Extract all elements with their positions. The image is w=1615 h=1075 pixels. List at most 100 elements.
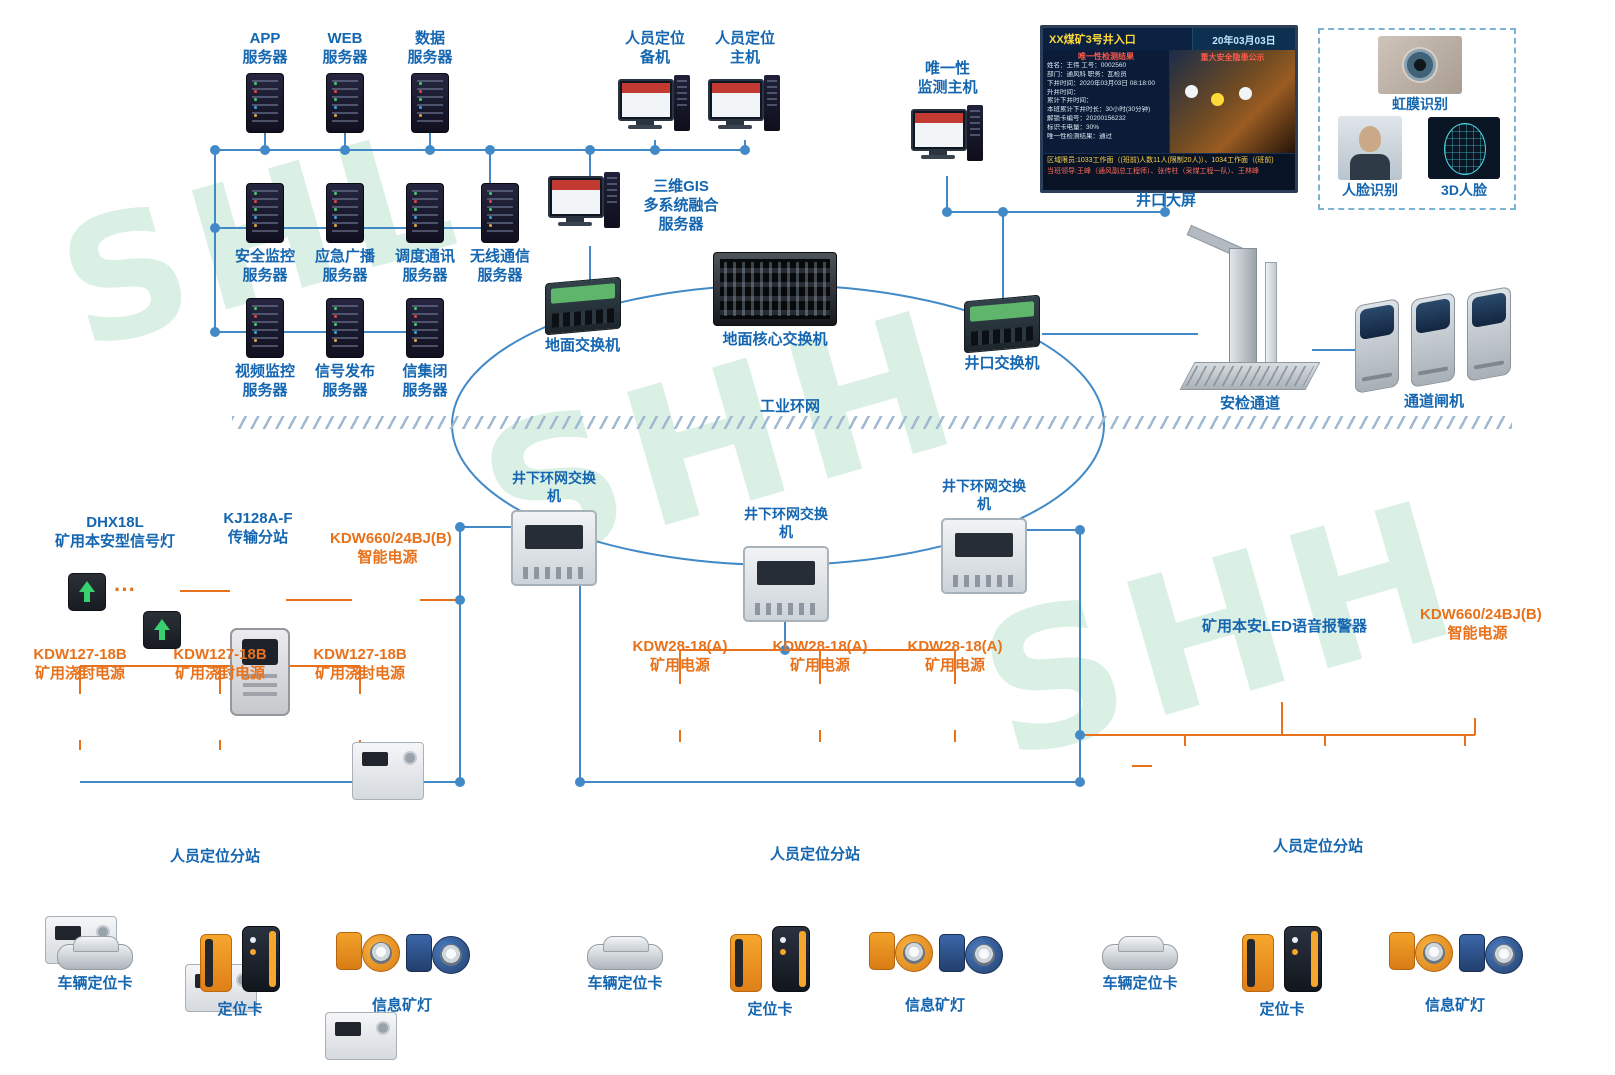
transmission-substation-label: KJ128A-F 传输分站 xyxy=(223,510,293,546)
screen-title: XX煤矿3号井入口 xyxy=(1043,28,1192,50)
security-server-label: 安全监控 服务器 xyxy=(234,248,295,284)
screen-body: 唯一性检测结果 姓名：王伟 工号：0002560 部门：通风科 职务：瓦检员 下… xyxy=(1043,50,1295,153)
monitor-icon xyxy=(910,108,967,151)
lamp-blue xyxy=(1459,924,1523,990)
biometric-panel: 虹膜识别 人脸识别 3D人脸 xyxy=(1318,28,1516,210)
lamp-battery xyxy=(1459,934,1485,972)
node-security-server: 安全监控 服务器 xyxy=(220,183,310,286)
scanner-base xyxy=(1179,362,1321,390)
ground-surface-line xyxy=(232,416,1512,429)
node-info-lamp-1: 信息矿灯 xyxy=(332,920,472,1016)
server-tower-icon xyxy=(246,183,284,243)
monitor-icon xyxy=(618,78,674,121)
scanner-column xyxy=(1229,248,1257,370)
lamp-dots: ··· xyxy=(114,577,136,602)
mine-lamp-icon xyxy=(1389,920,1523,992)
lamp-head xyxy=(1485,936,1523,974)
broadcast-server-label: 应急广播 服务器 xyxy=(314,248,375,284)
positioning-substation-label: 人员定位分站 xyxy=(1272,838,1363,855)
position-card-icon xyxy=(728,924,812,996)
monitor-stand xyxy=(636,118,654,125)
node-channel-gate: 通道闸机 xyxy=(1355,286,1513,412)
server-tower-icon xyxy=(411,72,449,133)
server-tower-icon xyxy=(246,72,284,133)
lamp-head xyxy=(362,934,400,972)
wireless-server-label: 无线通信 服务器 xyxy=(469,248,530,284)
gate-pod xyxy=(1467,286,1511,382)
node-personnel-main: 人员定位 主机 xyxy=(700,30,790,143)
node-gis-server xyxy=(548,170,622,240)
node-video-server: 视频监控 服务器 xyxy=(220,298,310,401)
gate-pod xyxy=(1355,298,1399,394)
server-tower-icon xyxy=(481,183,519,243)
lamp-head xyxy=(432,936,470,974)
screen-footer-line: 当班领导:王峰（通风副总工程师）、张传柱（采煤工程一队）、王林峰 xyxy=(1047,167,1259,175)
orange-power-lines xyxy=(79,590,1476,767)
signal-server-label: 信号发布 服务器 xyxy=(314,363,375,399)
vehicle-card-label: 车辆定位卡 xyxy=(587,975,663,992)
underground-switch-label: 井下环网交换机 xyxy=(744,506,828,540)
interlock-server-label: 信集闭 服务器 xyxy=(402,363,448,399)
smart-power-icon xyxy=(352,742,424,800)
badge-orange xyxy=(1242,934,1274,992)
node-wireless-server: 无线通信 服务器 xyxy=(455,183,545,286)
screen-footer: 区域限员:1033工作面（(班前)人数11人(限制20人)）、1034工作面（(… xyxy=(1043,153,1295,190)
workstation-icon xyxy=(708,73,782,143)
gis-server-label: 三维GIS 多系统融合 服务器 xyxy=(643,178,719,233)
gate-pod xyxy=(1411,292,1455,388)
monitor-base xyxy=(628,124,662,129)
ethernet-switch-icon xyxy=(964,294,1040,354)
kdw660-label: KDW660/24BJ(B) 智能电源 xyxy=(1420,606,1542,642)
lamp-battery xyxy=(406,934,432,972)
node-vehicle-card-2: 车辆定位卡 xyxy=(575,936,675,994)
face3d-image xyxy=(1428,117,1500,179)
workstation-icon xyxy=(910,103,985,173)
monitor-stand xyxy=(928,148,947,155)
signal-light-icon xyxy=(143,611,181,649)
screen-panel-title: 唯一性检测结果 xyxy=(1078,52,1134,61)
node-underground-switch-3: 井下环网交换机 xyxy=(938,478,1030,594)
server-tower-icon xyxy=(326,183,364,243)
tower-icon xyxy=(966,104,983,161)
wellhead-big-screen: XX煤矿3号井入口 20年03月03日 唯一性检测结果 姓名：王伟 工号：000… xyxy=(1040,25,1298,193)
screen-date: 20年03月03日 xyxy=(1191,28,1295,50)
face3d-label: 3D人脸 xyxy=(1441,182,1487,198)
lamp-battery xyxy=(869,932,895,970)
vehicle-card-label: 车辆定位卡 xyxy=(1102,975,1178,992)
wellhead-screen-label: 井口大屏 xyxy=(1135,192,1196,209)
tower-icon xyxy=(674,74,690,131)
mine-switch-icon xyxy=(743,546,829,622)
screen-photo: 重大安全隐患公示 xyxy=(1170,50,1295,153)
position-card-icon xyxy=(1240,924,1324,996)
security-scanner-icon xyxy=(1179,224,1321,390)
underground-switch-label: 井下环网交换机 xyxy=(512,470,596,504)
iris-label: 虹膜识别 xyxy=(1392,96,1448,112)
industrial-ring-label: 工业环网 xyxy=(759,398,820,415)
node-signal-server: 信号发布 服务器 xyxy=(300,298,390,401)
server-tower-icon xyxy=(406,298,444,358)
lamp-head xyxy=(965,936,1003,974)
vehicle-card-label: 车辆定位卡 xyxy=(57,975,133,992)
monitor-stand xyxy=(726,118,744,125)
underground-switch-label: 井下环网交换机 xyxy=(942,478,1026,512)
kdw28-label: KDW28-18(A) 矿用电源 xyxy=(632,638,728,674)
kdw127-label: KDW127-18B 矿用浇封电源 xyxy=(313,646,407,682)
ethernet-switch-icon xyxy=(544,276,621,336)
monitor-stand xyxy=(566,216,584,222)
node-info-lamp-2: 信息矿灯 xyxy=(865,920,1005,1016)
workstation-icon xyxy=(548,170,622,240)
screen-info-line: 唯一性检测结果：通过 xyxy=(1047,132,1112,140)
screen-info-line: 解锁卡编号：20200156232 xyxy=(1047,114,1126,122)
node-position-card-1: 定位卡 xyxy=(195,924,285,1020)
screen-info-line: 姓名：王伟 工号：0002560 xyxy=(1047,62,1127,70)
positioning-substation-label: 人员定位分站 xyxy=(769,846,860,863)
ground-switch-label: 地面交换机 xyxy=(544,337,620,354)
tower-icon xyxy=(604,172,620,228)
video-server-label: 视频监控 服务器 xyxy=(234,363,295,399)
lamp-orange xyxy=(1389,922,1453,988)
data-server-label: 数据 服务器 xyxy=(407,30,453,66)
kdw28-label: KDW28-18(A) 矿用电源 xyxy=(907,638,1003,674)
core-switch-icon xyxy=(713,252,837,326)
